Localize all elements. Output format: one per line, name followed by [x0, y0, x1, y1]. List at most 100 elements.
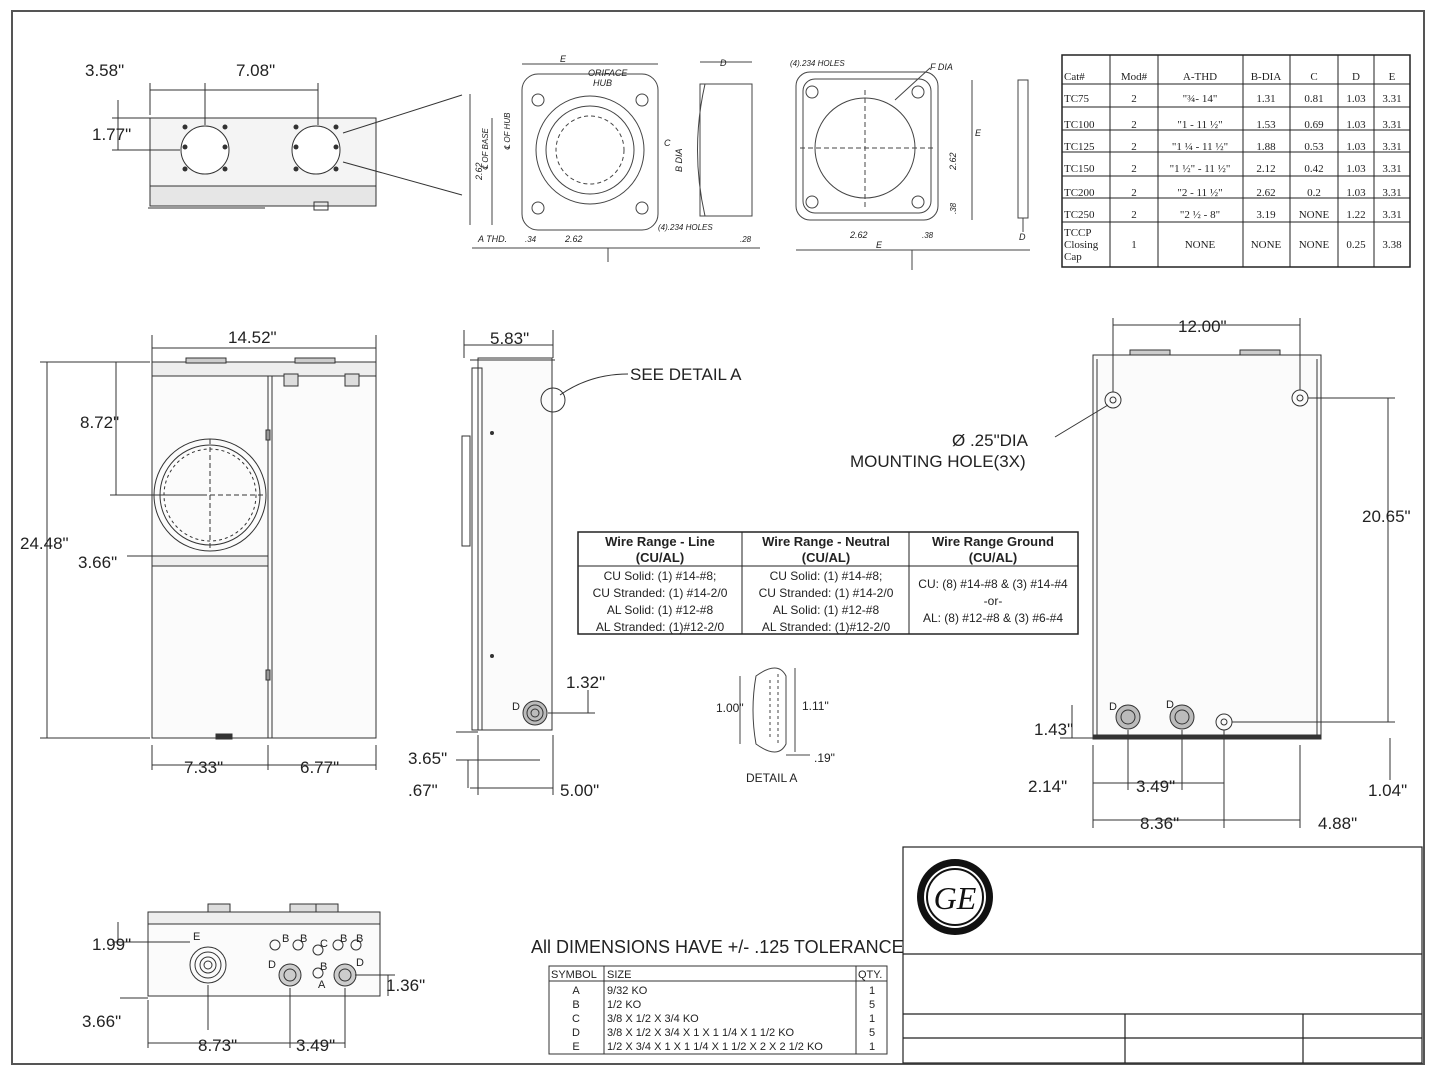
- hub-table-cell: "1 ½" - 11 ½": [1170, 163, 1231, 175]
- hub-table-cell: 1.03: [1346, 163, 1366, 175]
- bottom-ko-b4: B: [356, 933, 363, 945]
- ko-table-symbol: C: [572, 1013, 580, 1025]
- hub-table-cell: 3.19: [1256, 209, 1276, 221]
- top-dim-spacing: 7.08": [236, 61, 275, 80]
- back-ko-d1: D: [1109, 701, 1117, 713]
- hub-table-cell: 0.25: [1346, 239, 1366, 251]
- side-ko-d: D: [512, 701, 520, 713]
- bottom-view: [112, 903, 395, 1048]
- detail-a: [739, 667, 810, 756]
- cap-label-d: D: [1019, 232, 1026, 242]
- ko-table-qty: 1: [869, 1041, 875, 1053]
- back-dim-104: 1.04": [1368, 781, 1407, 800]
- ge-logo-text: GE: [934, 880, 977, 916]
- hub-table-cell: 0.69: [1304, 119, 1324, 131]
- hub-table-cell: TC125: [1064, 141, 1095, 153]
- wire-neutral-cell: CU Solid: (1) #14-#8;: [770, 569, 883, 583]
- ko-table-qty: 1: [869, 985, 875, 997]
- ko-table-symbol: D: [572, 1027, 580, 1039]
- ko-table-size: 3/8 X 1/2 X 3/4 X 1 X 1 1/4 X 1 1/2 KO: [607, 1027, 795, 1039]
- hub-table-cell: 2: [1131, 119, 1137, 131]
- hub-table-cell: 2: [1131, 163, 1137, 175]
- top-dim-left: 3.58": [85, 61, 124, 80]
- ko-table-symbol: A: [572, 985, 580, 997]
- hub-table-cell: 2.62: [1256, 187, 1275, 199]
- hub-table-header: B-DIA: [1251, 71, 1282, 83]
- hub-table-cell: 2: [1131, 209, 1137, 221]
- hub-dim-28: .28: [740, 235, 752, 244]
- front-dim-height: 24.48": [20, 534, 69, 553]
- ko-table-qty: 1: [869, 1013, 875, 1025]
- wire-table-header: Wire Range - Line: [605, 534, 715, 549]
- hub-dim-34: .34: [525, 235, 537, 244]
- back-hole-label1: Ø .25"DIA: [952, 431, 1029, 450]
- cap-detail: [795, 67, 1030, 270]
- hub-table-cell: "¾- 14": [1183, 93, 1218, 105]
- front-dim-left-width: 7.33": [184, 758, 223, 777]
- front-dim-divider: 3.66": [78, 553, 117, 572]
- hub-table-cell: 2.12: [1256, 163, 1275, 175]
- bottom-ko-b3: B: [340, 933, 347, 945]
- cap-dim-38v: .38: [949, 202, 958, 214]
- hub-table-header: Mod#: [1121, 71, 1148, 83]
- side-dim-500: 5.00": [560, 781, 599, 800]
- wire-ground-cell: CU: (8) #14-#8 & (3) #14-#4: [918, 577, 1068, 591]
- hub-table-cell: 1.03: [1346, 141, 1366, 153]
- hub-table-cell: 2: [1131, 187, 1137, 199]
- wire-table-header: Wire Range Ground: [932, 534, 1054, 549]
- hub-table-cell: TCCP: [1064, 227, 1092, 239]
- back-dim-349: 3.49": [1136, 777, 1175, 796]
- bottom-dim-873: 8.73": [198, 1036, 237, 1055]
- top-view: [112, 83, 463, 211]
- hub-dim-262h: 2.62: [564, 234, 583, 244]
- detail-dim-100: 1.00": [716, 701, 744, 715]
- hub-table-header: A-THD: [1183, 71, 1217, 83]
- wire-ground-cell: AL: (8) #12-#8 & (3) #6-#4: [923, 611, 1063, 625]
- wire-line-cell: AL Solid: (1) #12-#8: [607, 603, 714, 617]
- ko-table-symbol: E: [572, 1041, 579, 1053]
- front-dim-hub-offset: 8.72": [80, 413, 119, 432]
- hub-table-cell: 1.88: [1256, 141, 1276, 153]
- cap-dim-38h: .38: [922, 231, 934, 240]
- hub-table-cell: 3.31: [1382, 119, 1401, 131]
- tolerance-note: All DIMENSIONS HAVE +/- .125 TOLERANCE: [531, 937, 904, 957]
- ko-table-symbol: B: [572, 999, 579, 1011]
- hub-table-cell: "1 ¼ - 11 ½": [1172, 141, 1228, 153]
- side-dim-67: .67": [408, 781, 438, 800]
- hub-table-cell: 3.31: [1382, 187, 1401, 199]
- side-see-detail: SEE DETAIL A: [630, 365, 742, 384]
- hub-table-cell: TC200: [1064, 187, 1095, 199]
- hub-label-e: E: [560, 54, 567, 64]
- back-ko-d2: D: [1166, 699, 1174, 711]
- wire-table-header: (CU/AL): [802, 550, 850, 565]
- cap-dim-262v: 2.62: [948, 152, 958, 171]
- hub-label-base: ℄ OF BASE: [481, 127, 490, 170]
- wire-line-cell: CU Stranded: (1) #14-2/0: [593, 586, 728, 600]
- hub-table-cell: 2: [1131, 93, 1137, 105]
- hub-detail: [469, 61, 760, 262]
- detail-dim-111: 1.11": [802, 699, 829, 713]
- cap-dim-262h: 2.62: [849, 230, 868, 240]
- hub-table-cell: 0.53: [1304, 141, 1324, 153]
- wire-table-header: Wire Range - Neutral: [762, 534, 890, 549]
- wire-neutral-cell: AL Stranded: (1)#12-2/0: [762, 620, 891, 634]
- cap-label-f: F DIA: [930, 62, 953, 72]
- bottom-ko-b5: B: [320, 961, 327, 973]
- wire-table-header: (CU/AL): [969, 550, 1017, 565]
- hub-table-cell: "2 - 11 ½": [1177, 187, 1222, 199]
- hub-table-cell: 1.03: [1346, 187, 1366, 199]
- hub-dim-262v: 2.62: [474, 162, 484, 181]
- front-view: [40, 335, 377, 770]
- hub-table-cell: TC100: [1064, 119, 1095, 131]
- ko-table-size: 3/8 X 1/2 X 3/4 KO: [607, 1013, 699, 1025]
- ko-table-size: 1/2 KO: [607, 999, 642, 1011]
- hub-table-cell: 1.31: [1256, 93, 1275, 105]
- hub-table-cell: Closing: [1064, 239, 1099, 251]
- hub-table-cell: 3.31: [1382, 163, 1401, 175]
- hub-label-d: D: [720, 58, 727, 68]
- side-dim-depth: 5.83": [490, 329, 529, 348]
- hub-table-cell: 0.42: [1304, 163, 1323, 175]
- wire-range-table: Wire Range - Line(CU/AL)Wire Range - Neu…: [577, 531, 1079, 635]
